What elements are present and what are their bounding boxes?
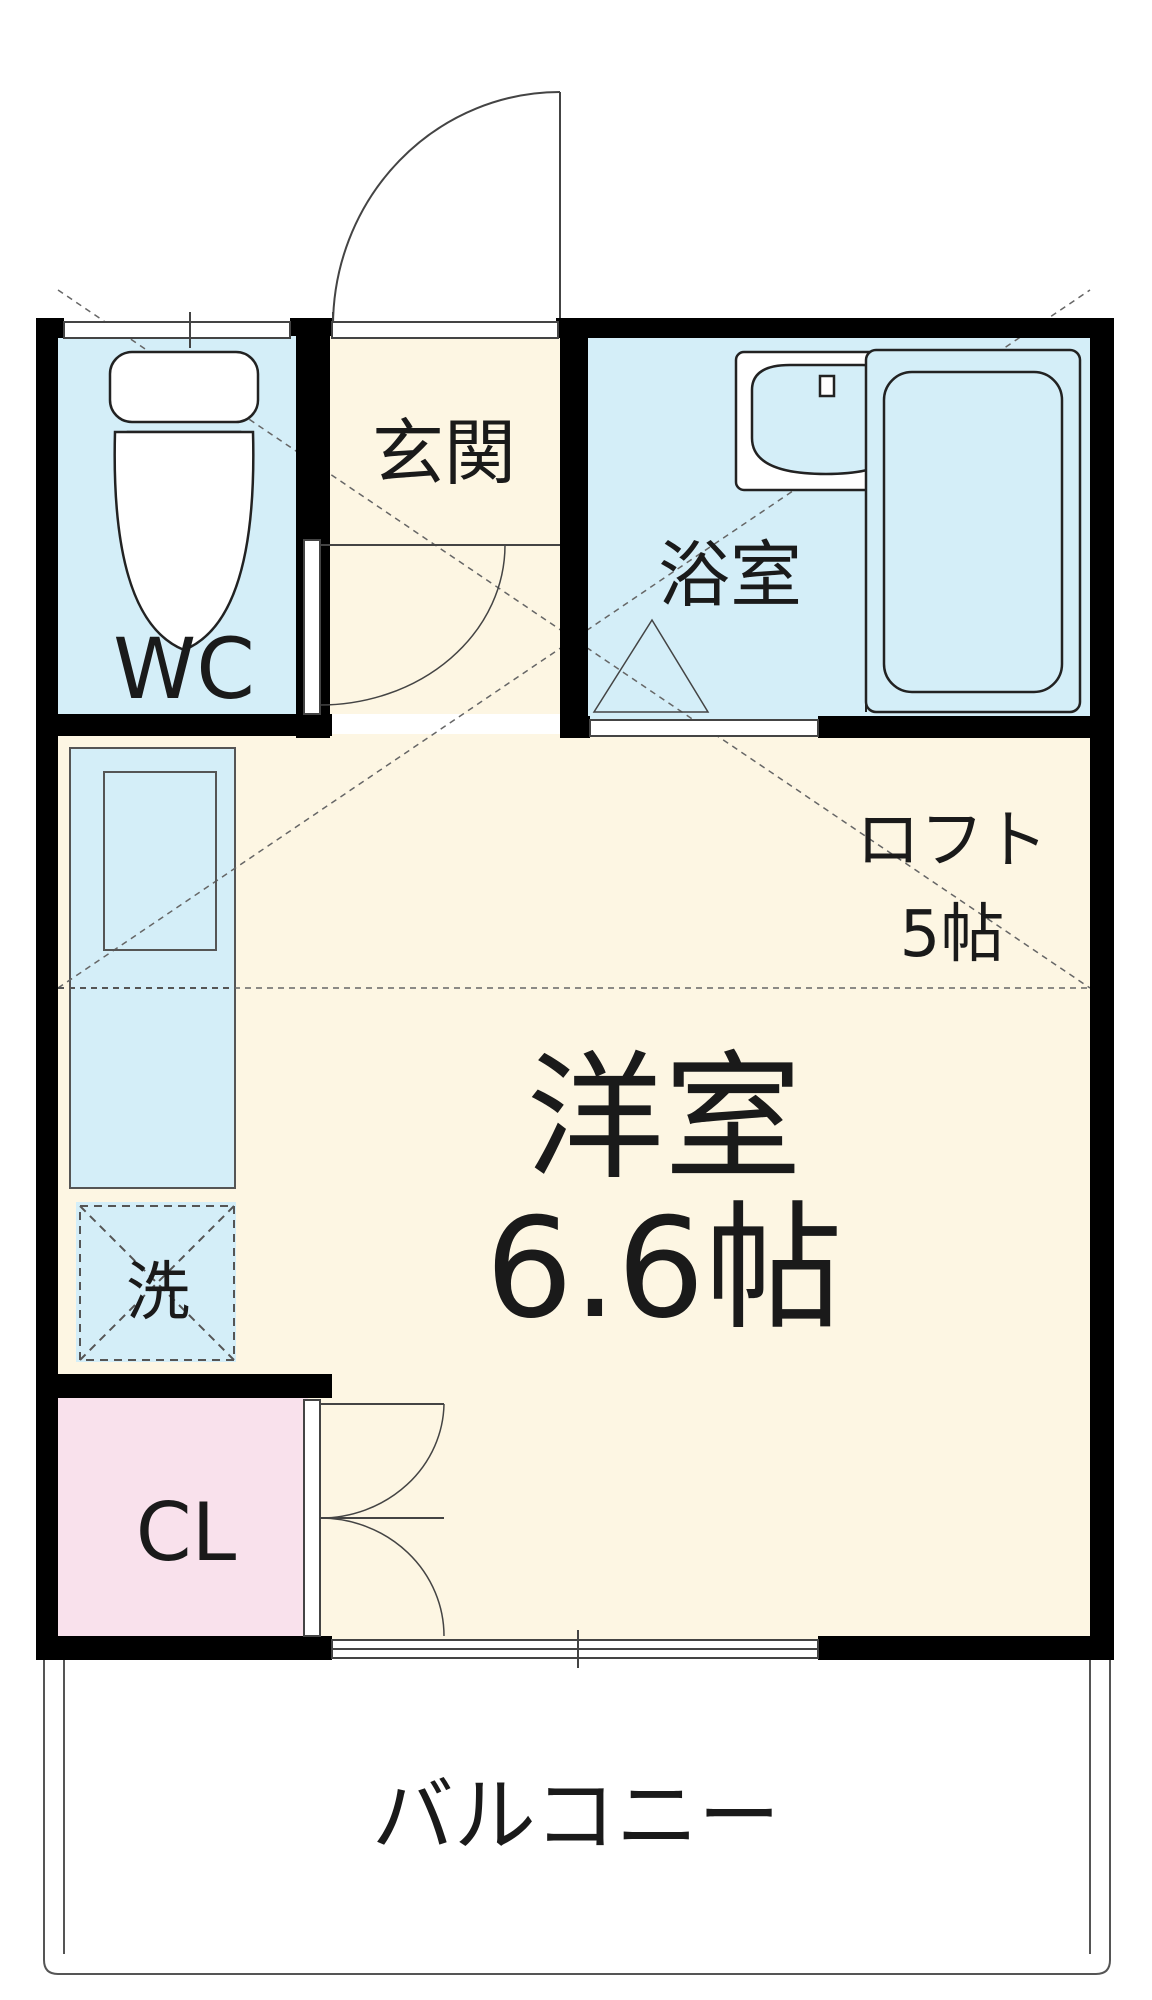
- laundry-label: 洗: [126, 1256, 190, 1330]
- bath-fixtures: [592, 348, 1082, 714]
- toilet-icon: [108, 350, 260, 652]
- balcony-window: [331, 1630, 819, 1668]
- laundry-space: [79, 1205, 235, 1361]
- loft-size: 5帖: [900, 898, 1005, 972]
- genkan-label: 玄関: [372, 411, 516, 495]
- kitchen-sink-icon: [58, 771, 235, 989]
- loft-label: ロフト: [856, 804, 1048, 878]
- closet-doors: [303, 1399, 445, 1637]
- western-room-size: 6.6帖: [485, 1188, 842, 1349]
- western-room-label: 洋室: [526, 1038, 802, 1199]
- closet-label: CL: [136, 1486, 237, 1579]
- genkan-details: [322, 321, 560, 546]
- genkan-floor: [322, 336, 562, 714]
- entrance-door: [332, 91, 561, 327]
- bath-door: [589, 719, 819, 737]
- wc-label: WC: [113, 620, 255, 718]
- balcony: [43, 1660, 1111, 1975]
- bath-label: 浴室: [658, 533, 802, 617]
- wc-details: [63, 312, 506, 715]
- kitchen-counter: [69, 747, 236, 1189]
- balcony-label: バルコニー: [372, 1769, 780, 1864]
- closet-floor: [58, 1398, 308, 1638]
- walls: [36, 318, 1114, 1660]
